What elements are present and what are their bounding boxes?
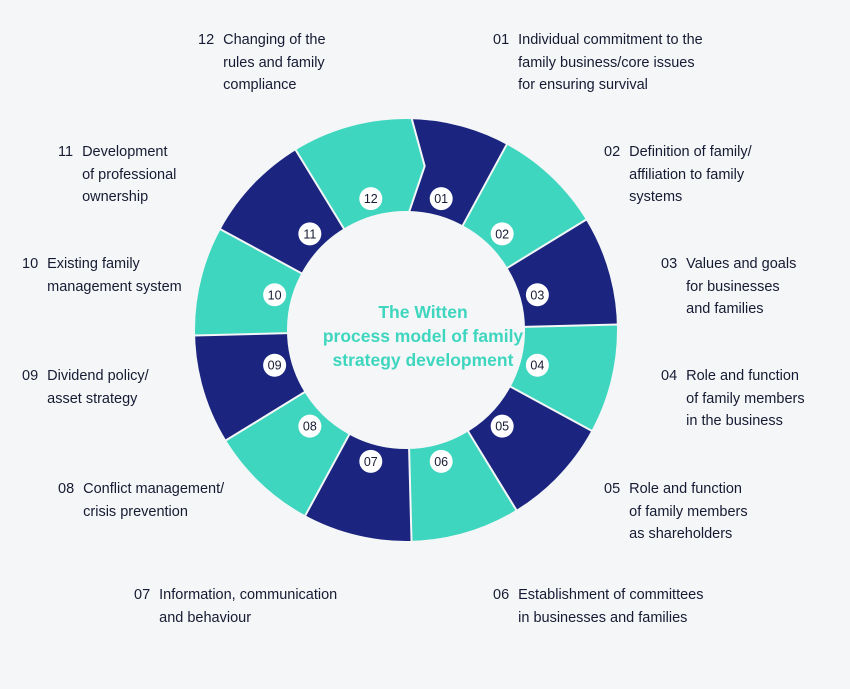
segment-badge-10 — [263, 283, 287, 307]
segment-badge-05 — [490, 414, 514, 438]
center-title-line-2: process model of family — [322, 326, 524, 346]
segment-shape-12 — [294, 117, 426, 231]
label-11-line-3: ownership — [82, 189, 149, 205]
label-02-number: 02 — [604, 144, 621, 160]
label-07-line-2: and behaviour — [159, 609, 252, 626]
center-title-line-1: The Witten — [378, 302, 468, 322]
label-07-line-1: Information, communication — [159, 587, 338, 603]
segment-badge-number-08: 08 — [303, 420, 317, 434]
label-10: 10 Existing family management system — [22, 253, 182, 298]
label-12-line-1: Changing of the — [223, 32, 326, 48]
label-05: 05 Role and function of family members a… — [604, 478, 748, 546]
label-03-number: 03 — [661, 256, 678, 272]
segment-badge-number-07: 07 — [364, 455, 378, 469]
segment-badge-number-12: 12 — [364, 192, 378, 206]
label-02-line-2: affiliation to family — [629, 166, 745, 183]
center-title: The Witten process model of family strat… — [295, 300, 551, 372]
label-03-line-3: and families — [686, 301, 764, 317]
label-03-line-2: for businesses — [686, 278, 780, 295]
segment-badge-06 — [429, 449, 453, 473]
segment-badge-number-02: 02 — [495, 227, 509, 241]
label-01-line-1: Individual commitment to the — [518, 32, 703, 48]
label-04: 04 Role and function of family members i… — [661, 365, 805, 433]
label-11-number: 11 — [58, 144, 74, 160]
label-01: 01 Individual commitment to the family b… — [493, 29, 703, 97]
label-06-number: 06 — [493, 587, 510, 603]
label-10-line-1: Existing family — [47, 256, 140, 272]
label-09-line-1: Dividend policy/ — [47, 368, 149, 384]
segment-badge-07 — [359, 449, 383, 473]
segment-badge-02 — [490, 222, 514, 246]
label-12-line-2: rules and family — [223, 54, 325, 71]
segment-badge-01 — [429, 187, 453, 211]
segment-badge-number-04: 04 — [530, 359, 544, 373]
label-06-line-1: Establishment of committees — [518, 587, 704, 603]
label-03: 03 Values and goals for businesses and f… — [661, 253, 796, 321]
segment-badge-11 — [298, 222, 322, 246]
label-01-line-2: family business/core issues — [518, 54, 695, 71]
label-12-number: 12 — [198, 32, 215, 48]
segment-12: 12 — [294, 117, 426, 231]
label-12: 12 Changing of the rules and family comp… — [198, 29, 326, 97]
label-06: 06 Establishment of committees in busine… — [493, 584, 704, 629]
segment-badge-04 — [525, 353, 549, 377]
label-11-line-2: of professional — [82, 166, 177, 183]
segment-badge-number-05: 05 — [495, 420, 509, 434]
label-01-number: 01 — [493, 32, 510, 48]
label-02-line-1: Definition of family/ — [629, 144, 752, 160]
label-08-number: 08 — [58, 481, 75, 497]
segment-badge-08 — [298, 414, 322, 438]
label-02: 02 Definition of family/ affiliation to … — [604, 141, 752, 209]
label-09: 09 Dividend policy/ asset strategy — [22, 365, 149, 410]
label-10-number: 10 — [22, 256, 39, 272]
label-09-line-2: asset strategy — [47, 390, 138, 407]
label-04-line-3: in the business — [686, 413, 783, 429]
label-11-line-1: Development — [82, 144, 168, 160]
label-02-line-3: systems — [629, 189, 683, 205]
label-10-line-2: management system — [47, 278, 182, 295]
label-07: 07 Information, communication and behavi… — [134, 584, 337, 629]
label-05-line-2: of family members — [629, 503, 748, 520]
label-04-number: 04 — [661, 368, 678, 384]
label-05-number: 05 — [604, 481, 621, 497]
segment-badge-number-11: 11 — [303, 227, 316, 241]
label-03-line-1: Values and goals — [686, 256, 797, 272]
label-08: 08 Conflict management/ crisis preventio… — [58, 478, 224, 523]
segment-badge-number-06: 06 — [434, 455, 448, 469]
segment-badge-number-10: 10 — [268, 288, 282, 302]
segment-badge-number-03: 03 — [530, 288, 544, 302]
label-08-line-1: Conflict management/ — [83, 481, 225, 497]
segment-badge-number-01: 01 — [434, 192, 448, 206]
label-01-line-3: for ensuring survival — [518, 77, 648, 93]
segment-06: 06 — [386, 429, 518, 543]
label-08-line-2: crisis prevention — [83, 503, 188, 520]
label-09-number: 09 — [22, 368, 39, 384]
label-06-line-2: in businesses and families — [518, 609, 688, 626]
segment-badge-number-09: 09 — [268, 359, 282, 373]
segment-badge-12 — [359, 187, 383, 211]
label-11: 11 Development of professional ownership — [58, 141, 176, 209]
label-05-line-1: Role and function — [629, 481, 742, 497]
label-04-line-2: of family members — [686, 390, 805, 407]
segment-badge-03 — [525, 283, 549, 307]
label-12-line-3: compliance — [223, 77, 297, 93]
label-04-line-1: Role and function — [686, 368, 799, 384]
segment-badge-09 — [263, 353, 287, 377]
center-title-line-3: strategy development — [332, 350, 514, 370]
label-05-line-3: as shareholders — [629, 526, 733, 542]
label-07-number: 07 — [134, 587, 151, 603]
